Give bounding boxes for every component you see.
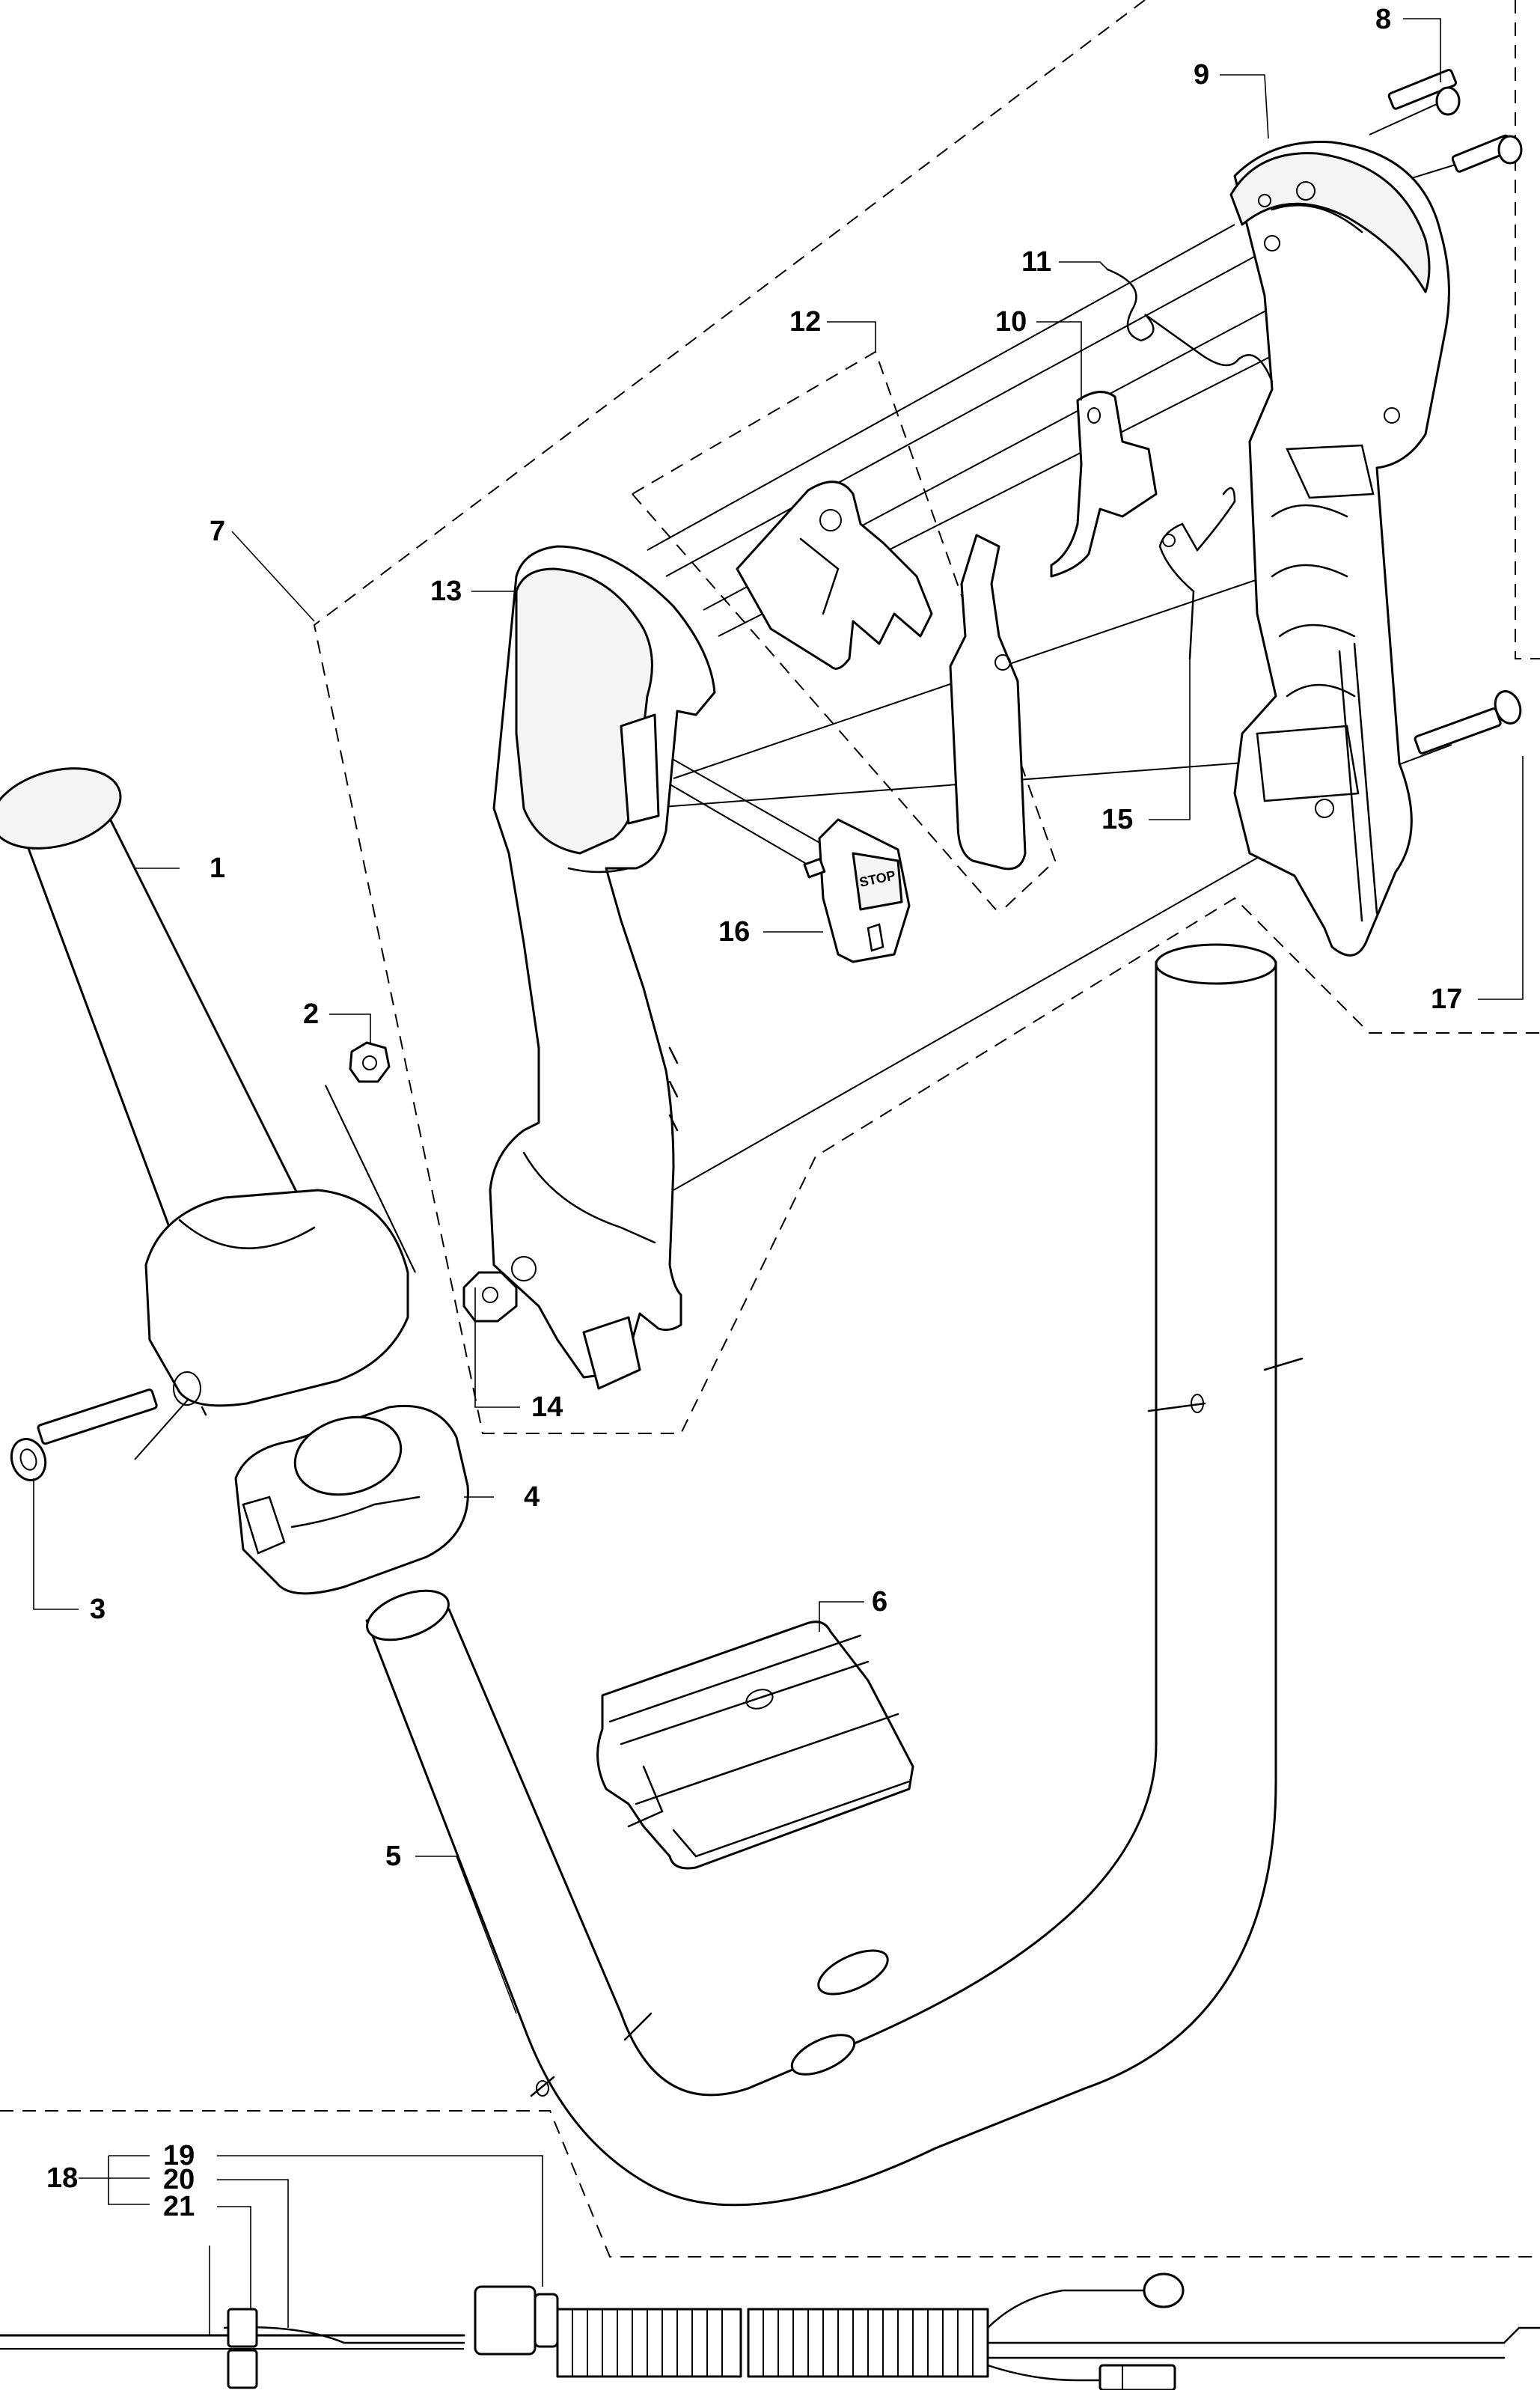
callout-12: 12	[789, 306, 821, 338]
part-1-grip	[0, 767, 409, 1416]
leader-lines	[33, 18, 1524, 2335]
ring-terminal	[1143, 2272, 1185, 2308]
callout-9: 9	[1194, 59, 1209, 91]
callout-10: 10	[995, 306, 1027, 338]
callout-8: 8	[1375, 4, 1391, 35]
callout-19: 19	[163, 2140, 195, 2171]
callout-7: 7	[210, 516, 225, 547]
grip-base	[144, 1189, 409, 1407]
part-9-handle-half	[1229, 141, 1450, 957]
nut-2	[349, 1041, 391, 1083]
callout-labels: 8 9 11 10 12 7 13 15 16 17 1 2 4 3 6 5 1…	[46, 4, 1462, 2222]
part-11-spring	[1106, 268, 1274, 383]
throttle-subassembly-boundary-lower	[632, 493, 1000, 914]
clamp-bore	[293, 1415, 403, 1496]
part-5-tube	[365, 943, 1304, 2207]
clamp-body	[234, 1404, 469, 1595]
tube-lower-opening	[366, 1589, 450, 1641]
throttle-lever	[949, 534, 1027, 871]
callout-13: 13	[430, 576, 462, 607]
callout-6: 6	[872, 1586, 887, 1618]
part-17-screw	[1414, 690, 1522, 755]
callout-16: 16	[718, 916, 750, 948]
callout-18: 18	[46, 2162, 78, 2194]
part-13-handle-half	[489, 545, 716, 1390]
tube-top-opening	[1155, 943, 1277, 985]
connector-21	[227, 2349, 258, 2389]
screw-8a	[1387, 68, 1457, 110]
part-2-nut	[325, 1041, 416, 1273]
bolt-3	[37, 1388, 158, 1445]
part-14-nut	[462, 1271, 518, 1323]
torsion-spring-11	[1106, 268, 1274, 383]
connector-20	[227, 2308, 258, 2348]
callout-1: 1	[210, 853, 225, 884]
callout-14: 14	[531, 1391, 563, 1423]
group-boundaries	[0, 0, 1540, 2258]
callout-4: 4	[524, 1481, 540, 1513]
handle-half-cap	[1229, 152, 1431, 293]
tube-split-end-lower	[790, 2034, 856, 2076]
nut-14	[462, 1271, 518, 1323]
part-4-clamp	[234, 1404, 469, 1595]
part-6-bracket	[596, 1621, 914, 1870]
throttle-trigger	[1050, 391, 1158, 578]
tube-split-end-upper	[817, 1949, 889, 1996]
part-18-cable-harness	[0, 2272, 1540, 2390]
callout-11: 11	[1021, 246, 1051, 278]
callout-3: 3	[90, 1594, 106, 1625]
throttle-lockout	[736, 481, 933, 670]
part-16-stop-switch: STOP	[803, 818, 911, 963]
grip-tube	[13, 784, 308, 1266]
callout-5: 5	[385, 1841, 401, 1872]
handle-half-13-window	[620, 713, 660, 825]
cable-group-boundary	[0, 2110, 1540, 2258]
grommet-19	[474, 2285, 537, 2356]
handle-half-body	[1233, 141, 1450, 957]
tube-body	[365, 960, 1277, 2207]
handle-assembly-boundary	[313, 0, 1540, 1434]
part-12-throttle-assembly	[736, 481, 1027, 871]
callout-20: 20	[163, 2164, 195, 2195]
bracket-body	[596, 1621, 914, 1870]
callout-15: 15	[1101, 804, 1133, 835]
callout-17: 17	[1431, 984, 1462, 1015]
spade-connector	[1099, 2364, 1176, 2390]
part-15-spring	[1158, 487, 1236, 660]
screw-17	[1414, 707, 1502, 755]
corrugated-sleeve	[556, 2308, 989, 2378]
handle-right-boundary	[1515, 0, 1540, 659]
grip-end-cap	[0, 767, 122, 850]
callout-21: 21	[163, 2191, 195, 2222]
stop-switch-button	[852, 852, 903, 911]
torsion-spring-15	[1158, 487, 1236, 660]
part-10-trigger	[1050, 391, 1158, 578]
part-8-screws	[1387, 68, 1523, 173]
part-3-bolt	[10, 1388, 158, 1481]
handle-half-13-grip	[515, 567, 653, 855]
callout-2: 2	[303, 999, 319, 1030]
